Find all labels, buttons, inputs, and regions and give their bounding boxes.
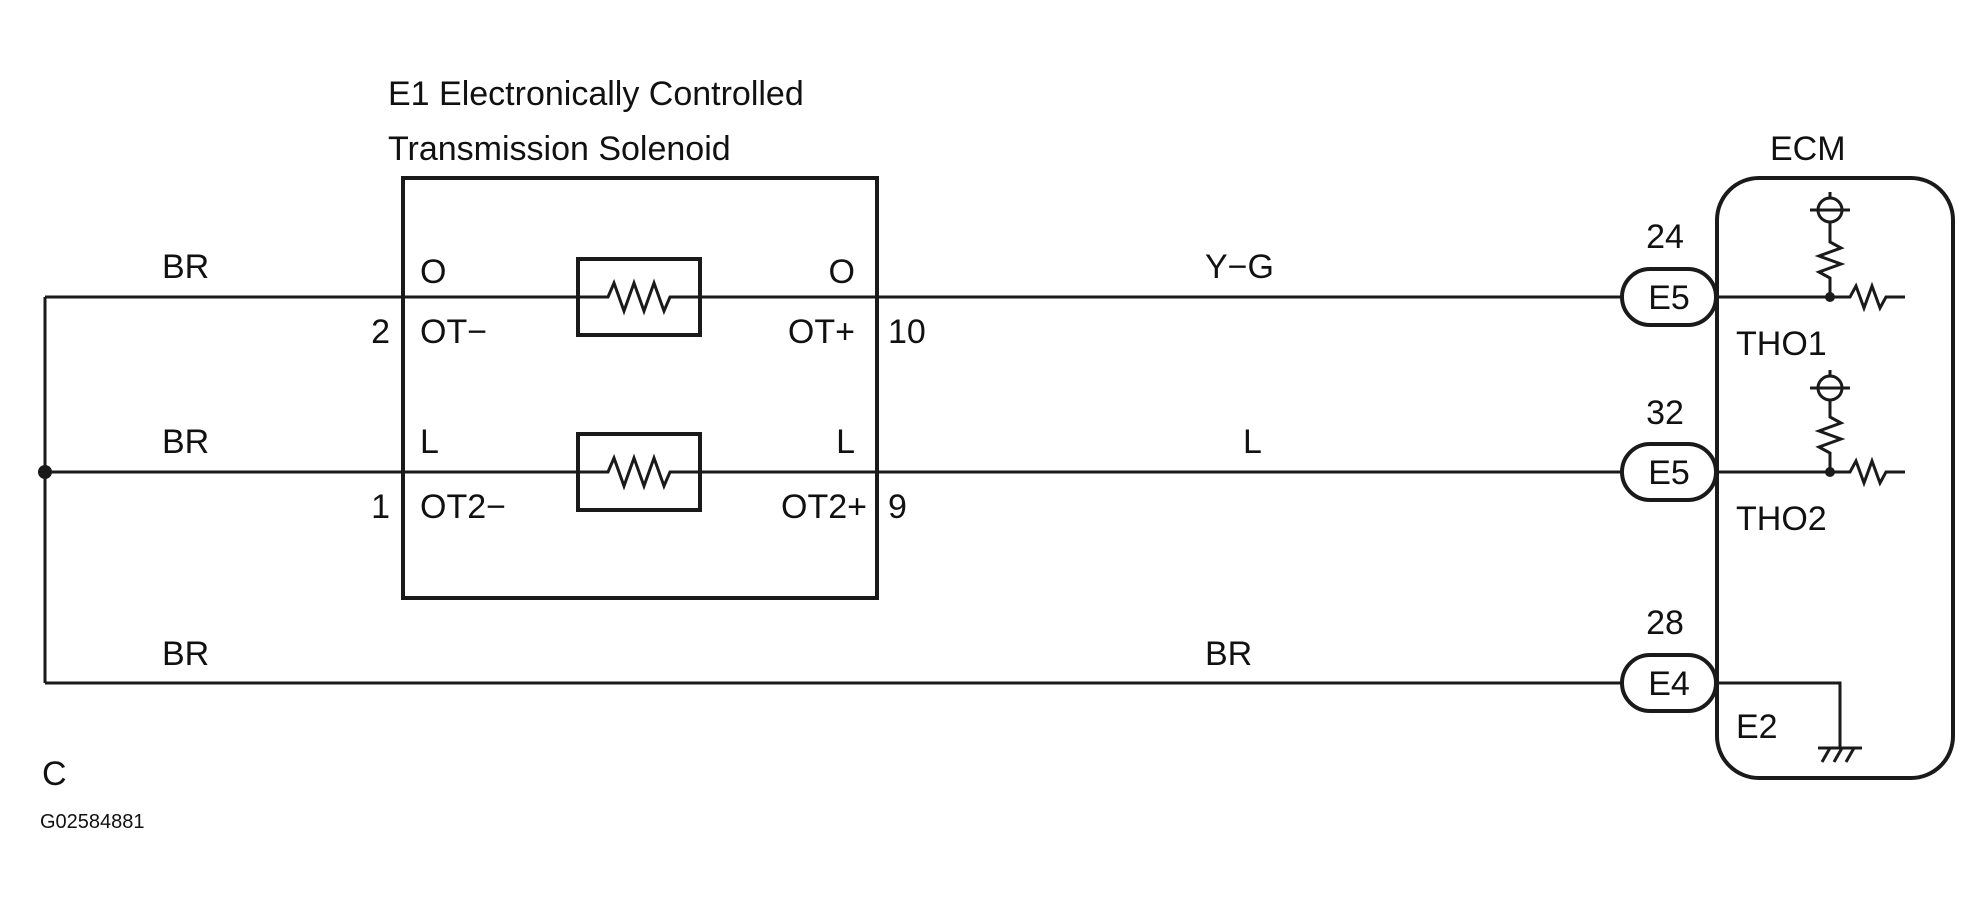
wire-label-top-right: Y−G (1205, 248, 1274, 286)
solenoid-top-left-color: O (420, 253, 446, 291)
solenoid-top-left-terminal: OT− (420, 313, 487, 351)
wire-label-bottom-left: BR (162, 635, 209, 673)
solenoid-top-left-pin: 2 (371, 313, 390, 351)
wire-label-bottom-right: BR (1205, 635, 1252, 673)
solenoid-top-right-terminal: OT+ (788, 313, 855, 351)
connector-pill-3 (1620, 653, 1718, 713)
solenoid-bottom-left-color: L (420, 423, 439, 461)
solenoid-bottom-left-pin: 1 (371, 488, 390, 526)
solenoid-bottom-left-terminal: OT2− (420, 488, 506, 526)
ecm-signal-3: E2 (1736, 708, 1778, 746)
ground-icon (1717, 681, 1862, 763)
ecm-signal-1: THO1 (1736, 325, 1827, 363)
ecm-label: ECM (1770, 130, 1846, 168)
solenoid-top-right-pin: 10 (888, 313, 926, 351)
solenoid-bottom-right-terminal: OT2+ (781, 488, 867, 526)
ecm-signal-2: THO2 (1736, 500, 1827, 538)
connector-pin-1: 24 (1646, 218, 1684, 256)
figure-reference: C (42, 755, 67, 793)
connector-name-3: E4 (1648, 665, 1690, 703)
solenoid-title-line2: Transmission Solenoid (388, 130, 731, 168)
solenoid-top-right-color: O (829, 253, 855, 291)
connector-name-1: E5 (1648, 279, 1690, 317)
connector-pill-1 (1620, 267, 1718, 327)
wire-label-mid-right: L (1243, 423, 1262, 461)
figure-code: G02584881 (40, 811, 145, 833)
wire-label-top-left: BR (162, 248, 209, 286)
connector-pin-3: 28 (1646, 604, 1684, 642)
wire-label-mid-left: BR (162, 423, 209, 461)
ecm-box (1715, 176, 1955, 780)
solenoid-title-line1: E1 Electronically Controlled (388, 75, 804, 113)
connector-pin-2: 32 (1646, 394, 1684, 432)
connector-pill-2 (1620, 442, 1718, 502)
solenoid-bottom-right-color: L (836, 423, 855, 461)
solenoid-bottom-right-pin: 9 (888, 488, 907, 526)
ecm-thermistor-circuit-1 (1717, 192, 1905, 313)
solenoid-resistor-bottom (576, 432, 702, 512)
ecm-thermistor-circuit-2 (1717, 370, 1905, 488)
connector-name-2: E5 (1648, 454, 1690, 492)
solenoid-resistor-top (576, 257, 702, 337)
solenoid-box (401, 176, 879, 600)
